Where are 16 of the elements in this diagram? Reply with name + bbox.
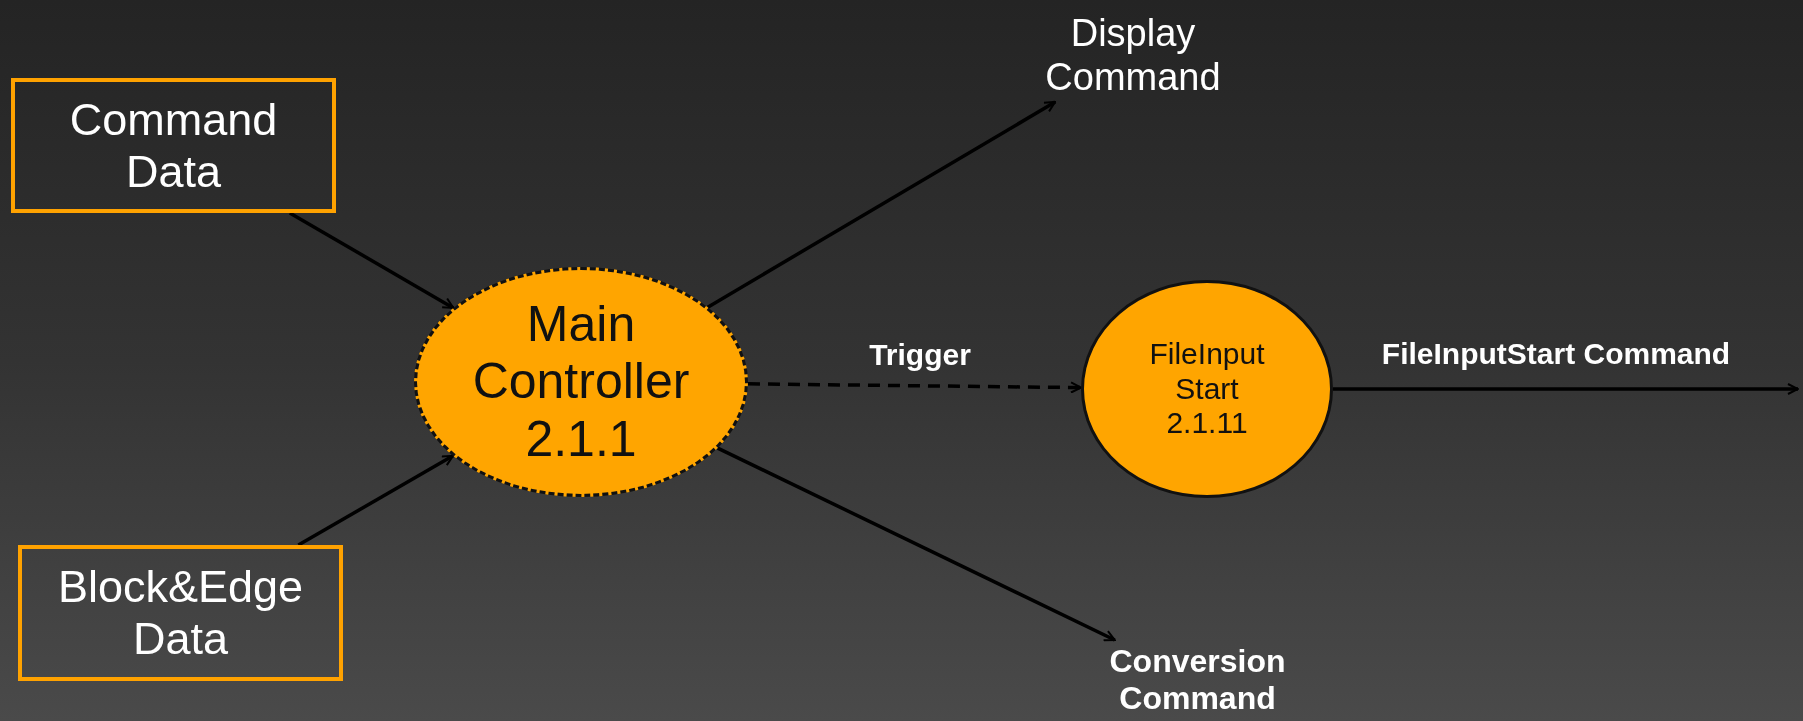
flow-label: Conversion Command: [1108, 643, 1287, 717]
flow-label: Display Command: [1044, 12, 1222, 100]
arrow: [747, 381, 1082, 394]
arrow: [716, 446, 1116, 642]
node-label: FileInput Start 2.1.11: [1148, 337, 1266, 441]
data-box: [18, 545, 343, 681]
arrow: [706, 100, 1057, 309]
data-box: [11, 78, 336, 213]
arrow: [1333, 383, 1799, 395]
arrow: [297, 454, 454, 547]
edge-label: FileInputStart Command: [1381, 337, 1731, 371]
edge-label: Trigger: [869, 338, 971, 372]
node-label: Command Data: [68, 93, 279, 198]
node-label: Block&Edge Data: [56, 561, 305, 665]
node-label: Main Controller 2.1.1: [471, 295, 691, 469]
arrow: [288, 211, 455, 310]
